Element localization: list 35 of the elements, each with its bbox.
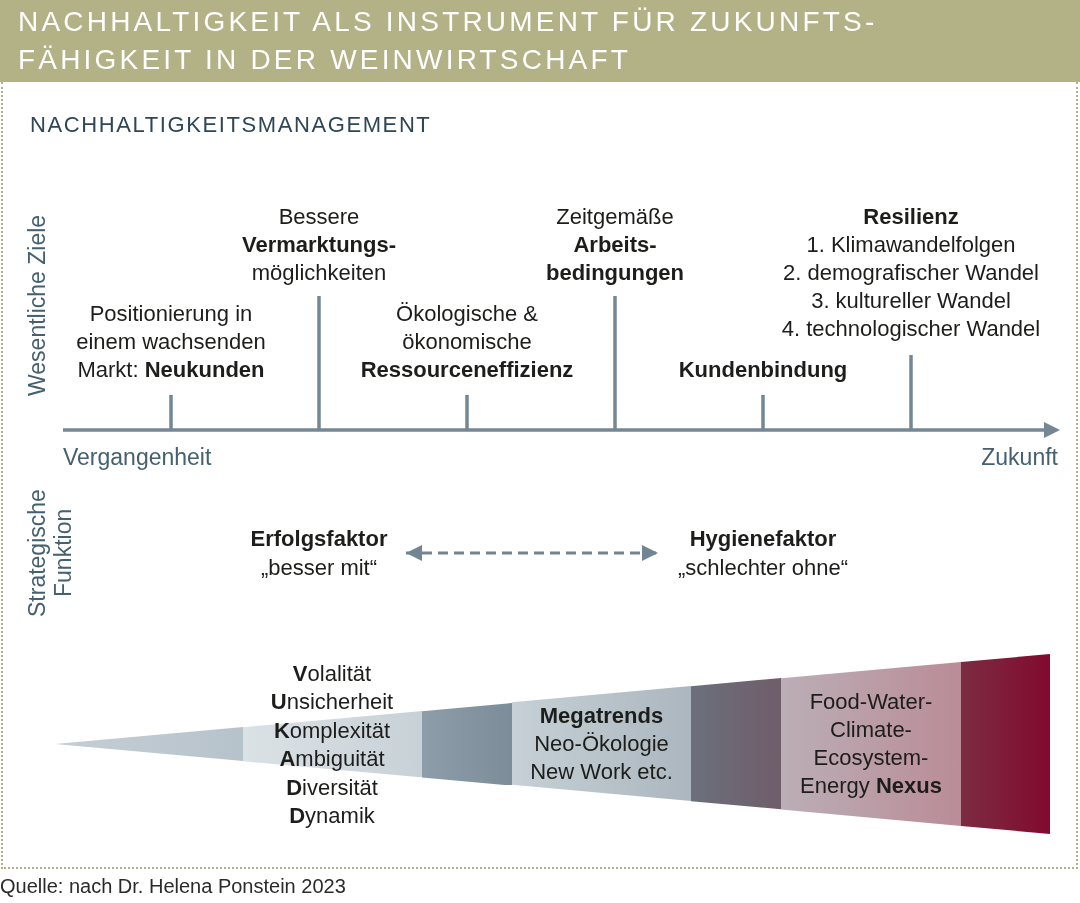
- goal-label: Bessere Vermarktungs- möglichkeiten: [240, 203, 398, 287]
- vertical-label: Strategische Funktion: [24, 488, 76, 619]
- acronym-term: Volalität: [292, 660, 372, 688]
- acronym-term: Diversität: [286, 773, 378, 802]
- segment-heading: Megatrends: [539, 702, 664, 730]
- list-item: 2. demografischer Wandel: [783, 259, 1039, 287]
- acronym-term: Unsicherheit: [270, 688, 394, 717]
- goal-label: Kundenbindung: [678, 356, 848, 384]
- axis-end-label: Vergangenheit: [63, 443, 212, 471]
- wedge-segment: [422, 702, 512, 786]
- goal-heading: Resilienz: [863, 203, 959, 231]
- vertical-label: Wesentliche Ziele: [24, 213, 50, 398]
- factor-label: Hygienefaktor „schlechter ohne“: [658, 524, 868, 582]
- list-item: 4. technologischer Wandel: [781, 315, 1041, 343]
- title: NACHHALTIGKEIT ALS INSTRUMENT FÜR ZUKUNFTS- FÄHIGKEIT IN DER WEINWIRTSCHAFT: [18, 5, 879, 77]
- acronym-term: Dynamik: [289, 802, 375, 830]
- wedge-segment: [781, 662, 961, 826]
- goal-label: Positionierung in einem wachsenden Markt: Neukunden: [75, 300, 267, 384]
- segment-text: Food-Water- Climate- Ecosystem- Energy Nexus: [799, 688, 943, 800]
- segment-text: Neo-Ökologie: [534, 730, 669, 758]
- factor-label: Erfolgsfaktor „besser mit“: [232, 524, 406, 582]
- wedge-segment: [243, 710, 422, 778]
- acronym-term: Komplexität: [273, 716, 391, 745]
- double-headed-arrow: [406, 545, 658, 561]
- goal-label: Ökologische & ökonomische Ressourceneffizienz: [359, 300, 575, 384]
- acronym-term: Ambiguität: [279, 745, 385, 774]
- section-heading: NACHHALTIGKEITSMANAGEMENT: [30, 112, 432, 138]
- list-item: 3. kultureller Wandel: [811, 287, 1011, 315]
- list-item: 1. Klimawandelfolgen: [806, 231, 1016, 259]
- goal-label: Zeitgemäße Arbeits- bedingungen: [544, 203, 686, 287]
- segment-text: New Work etc.: [530, 758, 673, 786]
- axis-end-label: Zukunft: [981, 443, 1058, 471]
- wedge-segment: [961, 654, 1050, 834]
- wedge-segment: [691, 678, 781, 810]
- source-note: Quelle: nach Dr. Helena Ponstein 2023: [0, 874, 346, 898]
